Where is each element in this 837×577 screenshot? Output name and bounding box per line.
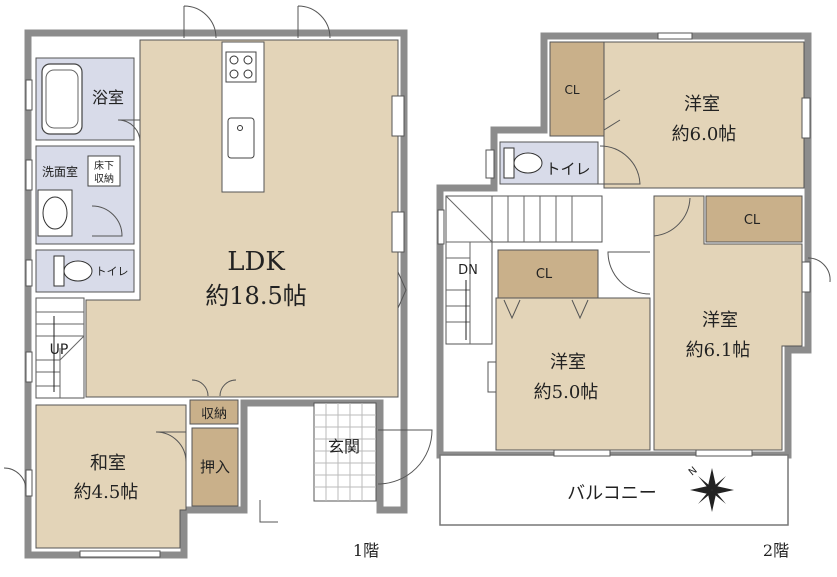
toilet-tank-icon — [503, 147, 515, 179]
wash-basin-icon — [37, 189, 73, 237]
closet-center — [497, 249, 599, 299]
doors-2f — [503, 89, 831, 320]
yoshitsu-ne-room — [603, 41, 805, 189]
toilet-1f-label: トイレ — [96, 265, 129, 278]
stove-icon — [225, 51, 257, 83]
floor-1: 浴室 洗面室 床下 収納 トイレ UP LDK 約18.5帖 収納 押入 和室 … — [3, 5, 433, 560]
washroom-label: 洗面室 — [42, 164, 78, 179]
cl-e-label: CL — [744, 213, 761, 228]
doors-1f — [3, 5, 433, 523]
yoshitsu-ne-name-label: 洋室 — [684, 94, 720, 115]
ldk-room — [85, 39, 399, 398]
hall-storage-label-2: 収納 — [94, 172, 114, 185]
compass-icon — [690, 468, 734, 512]
toilet-2f-label: トイレ — [545, 160, 590, 178]
floor1-label: 1階 — [353, 541, 379, 560]
yoshitsu-c-size-label: 約5.0帖 — [534, 382, 599, 403]
burner-icon — [229, 55, 239, 65]
floor-2: N CL 洋室 約6.0帖 トイレ CL CL DN 洋室 約6.1帖 洋室 約… — [436, 32, 831, 560]
washitsu-size-label: 約4.5帖 — [74, 482, 139, 503]
stairs-2f — [445, 195, 603, 345]
entrance-label: 玄関 — [328, 437, 360, 456]
ldk-name-label: LDK — [227, 247, 285, 277]
balcony-label: バルコニー — [567, 483, 657, 504]
yoshitsu-ne-size-label: 約6.0帖 — [672, 124, 737, 145]
ldk-size-label: 約18.5帖 — [205, 282, 306, 310]
stairs-1f — [35, 297, 85, 399]
yoshitsu-e-size-label: 約6.1帖 — [686, 340, 751, 361]
kitchen-sink-icon — [227, 117, 255, 159]
faucet-icon — [237, 125, 243, 131]
hall-storage — [87, 155, 121, 187]
toilet-bowl-icon — [513, 152, 543, 174]
hall-storage-label-1: 床下 — [94, 159, 114, 172]
basin-bowl-icon — [42, 196, 68, 230]
bath-label: 浴室 — [92, 88, 124, 107]
toilet-tank-icon — [53, 255, 65, 287]
closet-e — [705, 195, 803, 243]
stairs-up-label: UP — [50, 342, 69, 358]
bathtub-inner — [45, 69, 79, 129]
washitsu-room — [35, 404, 187, 549]
cl-center-label: CL — [536, 267, 553, 282]
burner-icon — [243, 55, 253, 65]
bathtub-icon — [41, 63, 83, 135]
cl-ne-label: CL — [564, 83, 579, 97]
entrance-genkan — [313, 402, 377, 502]
yoshitsu-c-room — [495, 297, 651, 451]
windows-1f — [25, 79, 405, 558]
closet-oshiire — [191, 427, 239, 507]
burner-icon — [229, 69, 239, 79]
yoshitsu-e-name-label: 洋室 — [702, 310, 738, 331]
washitsu-name-label: 和室 — [90, 453, 126, 474]
yoshitsu-c-name-label: 洋室 — [550, 352, 586, 373]
floor2-label: 2階 — [763, 541, 789, 560]
windows-2f — [437, 32, 811, 457]
closet-label: 押入 — [200, 458, 230, 476]
storage-room — [189, 399, 239, 425]
toilet-bowl-icon — [63, 260, 93, 282]
closet-ne — [549, 41, 605, 137]
stairs-dn-label: DN — [458, 263, 478, 278]
entrance-tile-grid — [314, 403, 376, 501]
storage-label: 収納 — [201, 407, 227, 422]
burner-icon — [243, 69, 253, 79]
